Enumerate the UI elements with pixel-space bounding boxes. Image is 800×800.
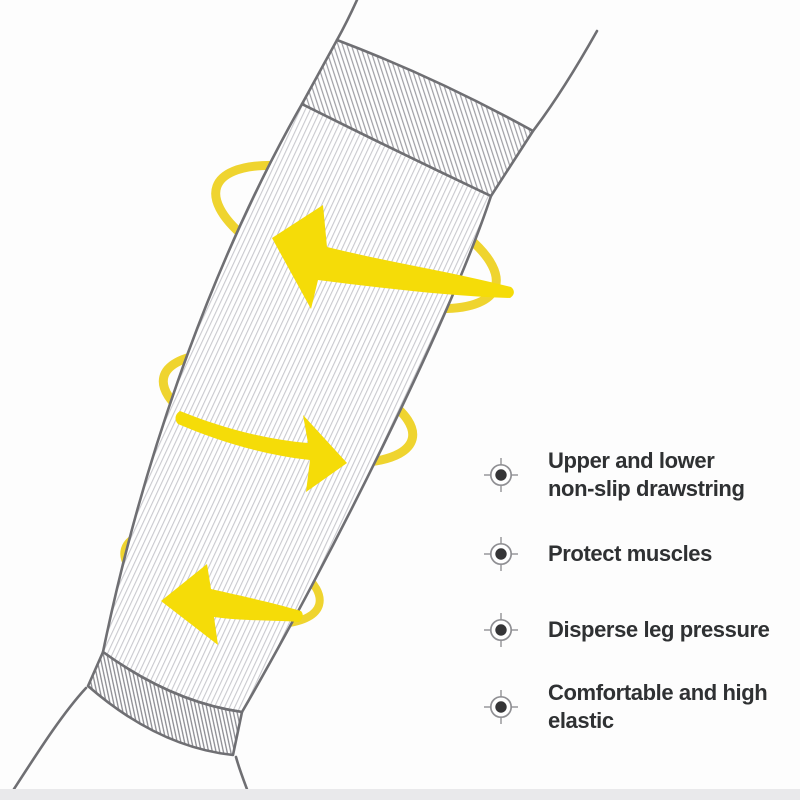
feature-item-disperse: Disperse leg pressure (484, 613, 770, 647)
feature-text: Comfortable and high elastic (548, 679, 768, 735)
target-crosshair-icon (484, 537, 518, 571)
feature-line: Disperse leg pressure (548, 617, 770, 642)
bottom-strip (0, 789, 800, 800)
target-crosshair-icon (484, 613, 518, 647)
feature-item-drawstring: Upper and lower non-slip drawstring (484, 447, 745, 503)
heel-outline (12, 686, 88, 791)
leg-and-sleeve (12, 0, 599, 800)
arrow-middle-right-icon (175, 411, 347, 492)
feature-line: elastic (548, 708, 614, 733)
feature-text: Disperse leg pressure (548, 616, 770, 644)
target-crosshair-icon (484, 690, 518, 724)
feature-line: Protect muscles (548, 541, 712, 566)
feature-item-elastic: Comfortable and high elastic (484, 679, 768, 735)
leg-outline-upper-right (531, 29, 599, 133)
feature-text: Protect muscles (548, 540, 712, 568)
sleeve-top-cuff (300, 38, 535, 198)
arrow-top-left-icon (272, 205, 514, 309)
feature-text: Upper and lower non-slip drawstring (548, 447, 745, 503)
compression-arrows (161, 205, 514, 645)
feature-line: non-slip drawstring (548, 476, 745, 501)
target-crosshair-icon (484, 458, 518, 492)
feature-line: Upper and lower (548, 448, 715, 473)
sleeve-ankle-cuff (86, 650, 244, 757)
arrow-bottom-left-icon (161, 564, 303, 645)
leg-outline-upper-left (335, 0, 359, 42)
feature-item-protect: Protect muscles (484, 537, 712, 571)
feature-line: Comfortable and high (548, 680, 768, 705)
